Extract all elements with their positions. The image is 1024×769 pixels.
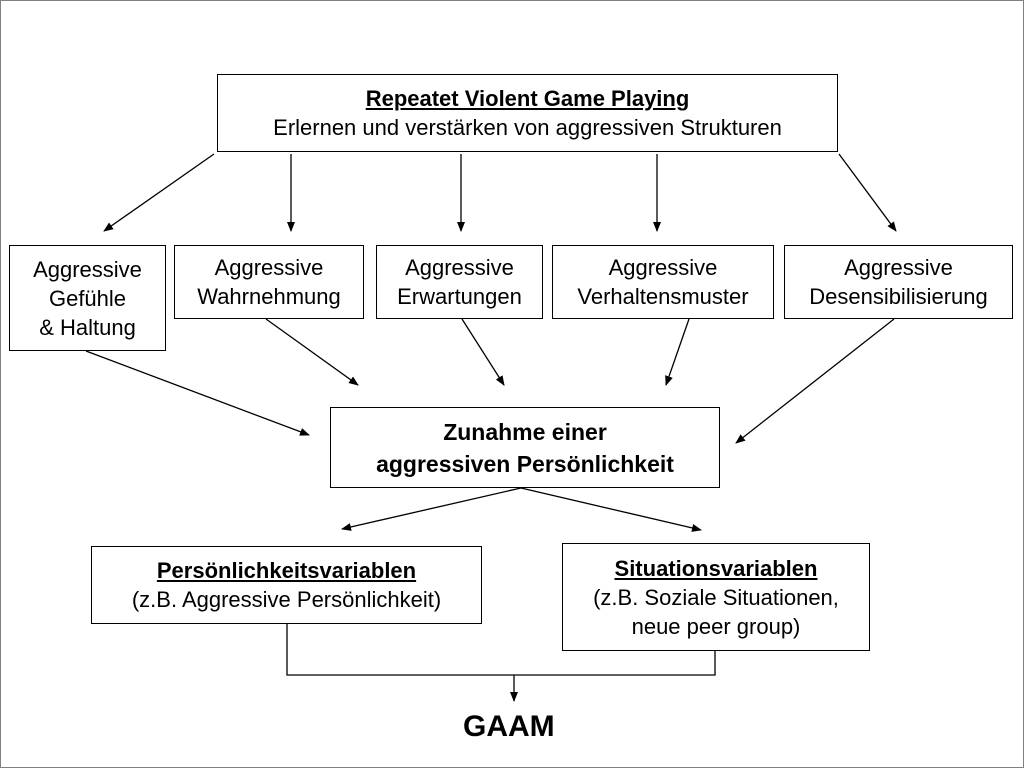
factor-line: Gefühle — [48, 285, 127, 311]
arrow-desensitization-to-center — [735, 318, 895, 444]
arrow-center-to-situation — [520, 487, 702, 532]
situation-line: (z.B. Soziale Situationen, — [593, 584, 839, 610]
arrow-feelings-to-center — [85, 350, 310, 436]
factor-box-desensitization: Aggressive Desensibilisierung — [784, 245, 1013, 319]
factor-box-behavior: Aggressive Verhaltensmuster — [552, 245, 774, 319]
arrow-behavior-to-center — [665, 318, 690, 386]
personality-box: Persönlichkeitsvariablen (z.B. Aggressiv… — [91, 546, 482, 624]
factor-line: Wahrnehmung — [197, 284, 341, 309]
arrow-top-to-desensitization — [838, 153, 897, 232]
factor-line: Erwartungen — [397, 284, 522, 309]
factor-line: Aggressive — [608, 255, 718, 280]
factor-line: Aggressive — [844, 255, 953, 280]
factor-line: Aggressive — [33, 256, 142, 282]
arrow-center-to-personality — [341, 487, 522, 531]
gaam-label: GAAM — [463, 710, 555, 743]
arrow-expectations-to-center — [461, 318, 505, 386]
top-title: Repeatet Violent Game Playing — [365, 86, 690, 111]
situation-box: Situationsvariablen (z.B. Soziale Situat… — [562, 543, 870, 651]
personality-subtitle: (z.B. Aggressive Persönlichkeit) — [131, 587, 442, 612]
factor-line: Aggressive — [405, 255, 514, 280]
arrow-top-to-feelings — [103, 153, 215, 232]
factor-line: Desensibilisierung — [809, 284, 988, 309]
situation-title: Situationsvariablen — [614, 555, 818, 581]
top-subtitle: Erlernen und verstärken von aggressiven … — [273, 115, 782, 140]
connector-variables-join — [286, 623, 716, 676]
factor-box-feelings: Aggressive Gefühle & Haltung — [9, 245, 166, 351]
factor-line: & Haltung — [39, 314, 136, 340]
arrow-perception-to-center — [265, 318, 359, 386]
personality-title: Persönlichkeitsvariablen — [156, 558, 417, 583]
center-line: Zunahme einer — [443, 418, 607, 445]
factor-box-perception: Aggressive Wahrnehmung — [174, 245, 364, 319]
top-box: Repeatet Violent Game Playing Erlernen u… — [217, 74, 838, 152]
factor-box-expectations: Aggressive Erwartungen — [376, 245, 543, 319]
factor-line: Aggressive — [214, 255, 324, 280]
center-box: Zunahme einer aggressiven Persönlichkeit — [330, 407, 720, 488]
factor-line: Verhaltensmuster — [577, 284, 749, 309]
situation-line: neue peer group) — [631, 613, 801, 639]
center-line: aggressiven Persönlichkeit — [376, 450, 674, 477]
